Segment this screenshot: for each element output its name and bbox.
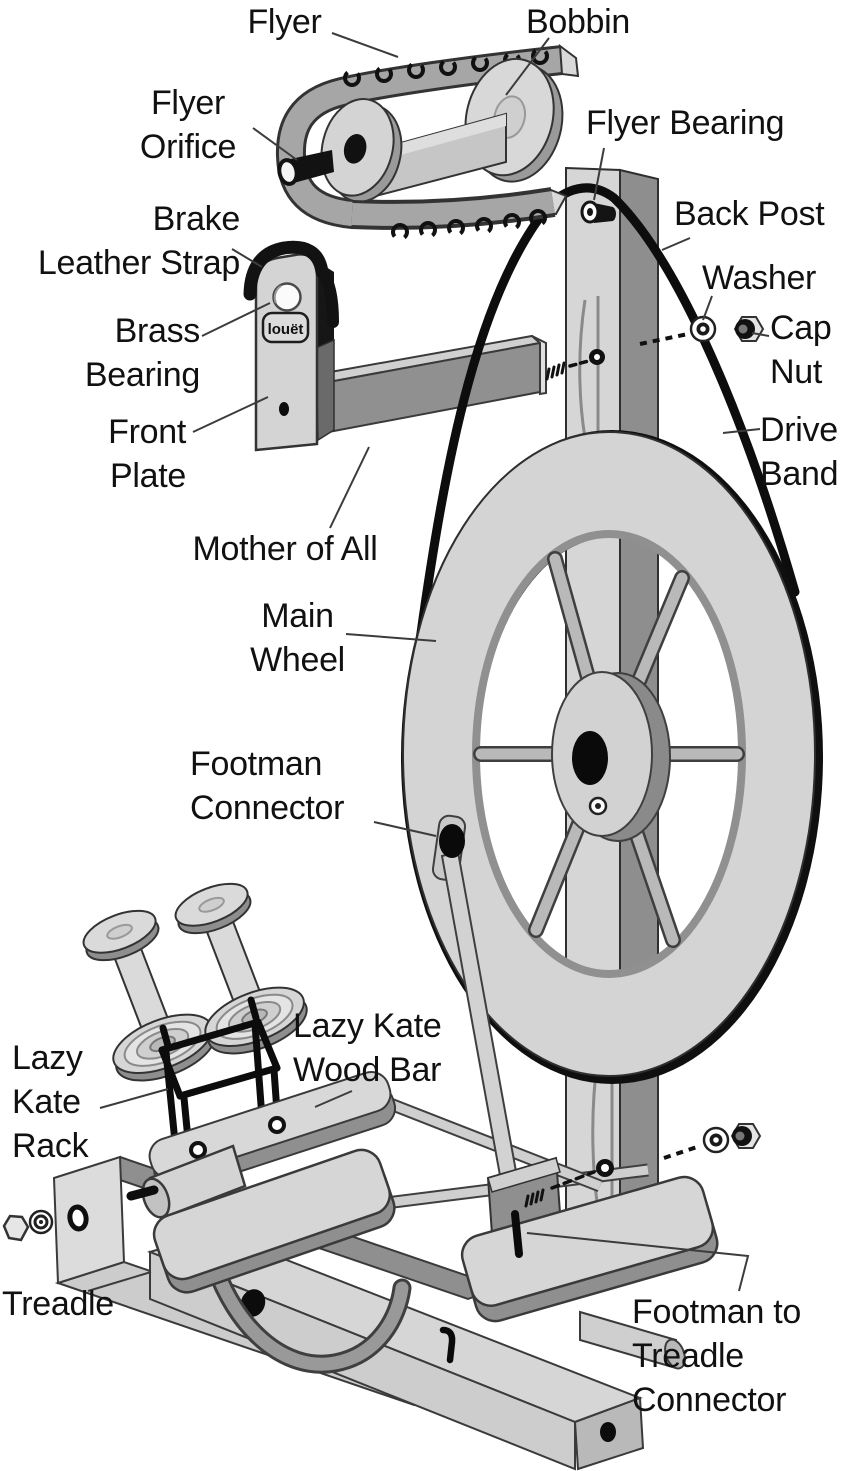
logo-text: louët bbox=[268, 321, 304, 338]
flyer-orifice-drawing bbox=[277, 150, 334, 186]
beam-bolt-hole bbox=[67, 1204, 89, 1232]
post-screw-hole-upper-center bbox=[594, 354, 600, 360]
cord-hook bbox=[439, 1326, 456, 1364]
label-lazy-kate-wood-bar: Lazy Kate Wood Bar bbox=[293, 1007, 442, 1089]
drive-band-drawing bbox=[415, 183, 800, 645]
label-mother-of-all: Mother of All bbox=[192, 530, 378, 568]
brake-leather-strap-drawing bbox=[243, 240, 329, 301]
label-brake-leather-strap: Brake Leather Strap bbox=[37, 200, 240, 282]
treadle-frame-ubend bbox=[202, 1248, 412, 1374]
label-lazy-kate-rack: Lazy Kate Rack bbox=[12, 1039, 89, 1165]
label-front-plate: Front Plate bbox=[108, 413, 186, 495]
treadle-left-drawing bbox=[152, 1148, 396, 1294]
label-back-post: Back Post bbox=[674, 195, 825, 233]
main-wheel-drawing bbox=[401, 430, 823, 1084]
label-flyer-bearing: Flyer Bearing bbox=[586, 104, 785, 142]
mother-of-all-screw bbox=[545, 358, 594, 381]
pivot-rod-drawing bbox=[579, 1310, 686, 1370]
washer-capnut-upper bbox=[639, 315, 765, 346]
front-plate-drawing: louët bbox=[243, 240, 339, 452]
roller-drawing bbox=[126, 1144, 247, 1220]
logo-badge bbox=[261, 311, 310, 344]
leader-lines bbox=[87, 32, 770, 1292]
label-main-wheel: Main Wheel bbox=[250, 597, 345, 679]
wheel-spokes bbox=[473, 551, 745, 948]
label-brass-bearing: Brass Bearing bbox=[84, 312, 200, 394]
label-flyer-orifice: Flyer Orifice bbox=[139, 84, 237, 166]
brass-bearing-drawing bbox=[272, 282, 302, 312]
label-bobbin: Bobbin bbox=[525, 3, 631, 41]
label-footman-to-treadle-connector: Footman to Treadle Connector bbox=[632, 1293, 801, 1419]
wheel-axle-hole bbox=[572, 731, 608, 785]
flyer-bearing-drawing bbox=[580, 200, 616, 224]
flyer-hooks-bottom bbox=[391, 209, 548, 241]
label-treadle: Treadle bbox=[2, 1285, 114, 1323]
base-screw bbox=[524, 1170, 596, 1208]
label-footman-connector: Footman Connector bbox=[190, 745, 345, 827]
mother-of-all-drawing bbox=[305, 334, 547, 436]
bobbin-front-disc bbox=[320, 98, 403, 203]
label-washer: Washer bbox=[702, 259, 817, 297]
lazy-kate-drawing bbox=[82, 882, 397, 1220]
label-flyer: Flyer bbox=[247, 3, 322, 41]
footman-connector-drawing bbox=[439, 824, 465, 858]
washer-capnut-lower bbox=[663, 1123, 762, 1160]
treadle-washer-nut-left bbox=[2, 1209, 54, 1242]
treadle-right-drawing bbox=[460, 1175, 719, 1323]
flyer-assembly-drawing bbox=[275, 43, 580, 241]
footman-to-treadle-connector-drawing bbox=[511, 1210, 523, 1258]
label-cap-nut: Cap Nut bbox=[770, 309, 832, 391]
label-drive-band: Drive Band bbox=[760, 411, 839, 493]
